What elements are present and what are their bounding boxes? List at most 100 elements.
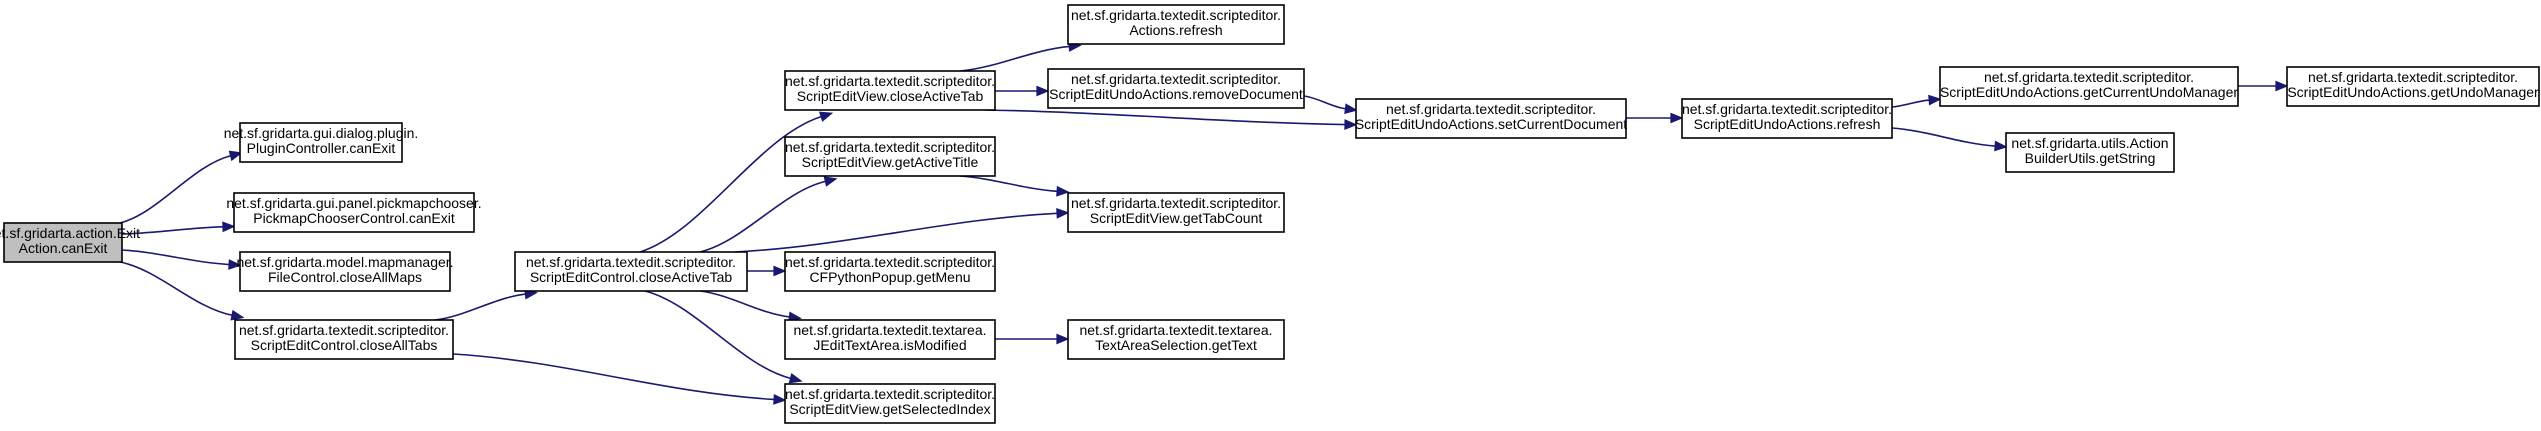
arrowhead-n11-to-n19 <box>1056 333 1070 345</box>
node-label-line: ScriptEditView.getSelectedIndex <box>789 401 990 417</box>
node-label-line: ScriptEditUndoActions.getUndoManager <box>2287 84 2539 100</box>
node-label-line: net.sf.gridarta.textedit.scripteditor. <box>785 73 995 89</box>
node-label-line: net.sf.gridarta.textedit.scripteditor. <box>1071 7 1281 23</box>
call-node[interactable]: net.sf.gridarta.textedit.scripteditor.Sc… <box>234 319 454 360</box>
node-label-line: net.sf.gridarta.textedit.scripteditor. <box>526 254 736 270</box>
call-node[interactable]: net.sf.gridarta.textedit.scripteditor.Sc… <box>2286 66 2540 107</box>
node-label-line: net.sf.gridarta.model.mapmanager. <box>236 254 453 270</box>
call-node[interactable]: net.sf.gridarta.textedit.scripteditor.Sc… <box>784 136 996 177</box>
node-label-line: PickmapChooserControl.canExit <box>253 210 455 226</box>
call-node[interactable]: net.sf.gridarta.textedit.scripteditor.Sc… <box>1047 68 1305 109</box>
node-box <box>239 251 451 292</box>
node-label-line: net.sf.gridarta.textedit.scripteditor. <box>1071 195 1281 211</box>
edge-n15-to-n16 <box>1891 99 1930 108</box>
root-node[interactable]: net.sf.gridarta.action.ExitAction.canExi… <box>0 222 140 263</box>
arrowhead-n15-to-n18 <box>1994 140 2008 152</box>
call-node[interactable]: net.sf.gridarta.gui.panel.pickmapchooser… <box>226 192 482 233</box>
node-box <box>514 251 748 292</box>
node-box <box>3 222 123 263</box>
node-box <box>1067 192 1285 233</box>
edge-n4-to-n6 <box>452 353 775 401</box>
call-node[interactable]: net.sf.gridarta.textedit.scripteditor.Sc… <box>1355 98 1627 139</box>
call-node[interactable]: net.sf.gridarta.textedit.scripteditor.CF… <box>784 251 996 292</box>
node-box <box>234 319 454 360</box>
edges-layer <box>119 41 2289 405</box>
call-node[interactable]: net.sf.gridarta.textedit.scripteditor.Ac… <box>1067 4 1285 45</box>
node-label-line: BuilderUtils.getString <box>2025 150 2156 166</box>
node-label-line: net.sf.gridarta.textedit.scripteditor. <box>2308 69 2518 85</box>
arrowhead-n5-to-n10 <box>1056 207 1070 219</box>
call-node[interactable]: net.sf.gridarta.textedit.scripteditor.Sc… <box>514 251 748 292</box>
node-label-line: ScriptEditUndoActions.removeDocument <box>1049 86 1303 102</box>
node-label-line: net.sf.gridarta.textedit.scripteditor. <box>1386 101 1596 117</box>
arrowhead-n0-to-n1 <box>228 150 243 162</box>
arrowhead-n8-to-n13 <box>1036 85 1050 97</box>
node-box <box>1067 4 1285 45</box>
node-label-line: ScriptEditView.getActiveTitle <box>802 154 979 170</box>
node-label-line: net.sf.gridarta.textedit.scripteditor. <box>785 139 995 155</box>
node-label-line: net.sf.gridarta.textedit.scripteditor. <box>239 322 449 338</box>
edge-n9-to-n10 <box>959 175 1058 193</box>
node-label-line: net.sf.gridarta.utils.Action <box>2011 135 2168 151</box>
call-node[interactable]: net.sf.gridarta.gui.dialog.plugin.Plugin… <box>224 122 419 163</box>
arrowhead-n5-to-n8 <box>818 111 834 122</box>
arrowhead-n13-to-n14 <box>1344 103 1358 115</box>
edge-n8-to-n14 <box>984 109 1346 126</box>
node-label-line: net.sf.gridarta.textedit.scripteditor. <box>1984 69 2194 85</box>
call-node[interactable]: net.sf.gridarta.textedit.scripteditor.Sc… <box>1939 66 2239 107</box>
edge-n5-to-n8 <box>639 115 822 253</box>
node-box <box>1939 66 2239 107</box>
node-label-line: PluginController.canExit <box>247 140 396 156</box>
node-label-line: TextAreaSelection.getText <box>1095 337 1257 353</box>
edge-n0-to-n1 <box>119 154 231 224</box>
node-label-line: net.sf.gridarta.action.Exit <box>0 225 140 241</box>
nodes-layer: net.sf.gridarta.action.ExitAction.canExi… <box>0 4 2540 424</box>
node-label-line: ScriptEditControl.closeAllTabs <box>251 337 438 353</box>
node-label-line: net.sf.gridarta.gui.dialog.plugin. <box>224 125 419 141</box>
node-label-line: ScriptEditView.closeActiveTab <box>797 88 984 104</box>
arrowhead-n15-to-n16 <box>1928 94 1942 106</box>
call-node[interactable]: net.sf.gridarta.textedit.scripteditor.Sc… <box>1067 192 1285 233</box>
node-label-line: net.sf.gridarta.textedit.textarea. <box>794 322 987 338</box>
node-label-line: ScriptEditView.getTabCount <box>1090 210 1263 226</box>
arrowhead-n5-to-n6 <box>788 372 803 384</box>
node-label-line: ScriptEditUndoActions.getCurrentUndoMana… <box>1940 84 2238 100</box>
edge-n5-to-n9 <box>699 180 826 253</box>
node-box <box>784 251 996 292</box>
call-node[interactable]: net.sf.gridarta.textedit.scripteditor.Sc… <box>784 383 996 424</box>
arrowhead-n9-to-n10 <box>1056 185 1070 197</box>
node-label-line: Actions.refresh <box>1129 22 1222 38</box>
node-box <box>1355 98 1627 139</box>
arrowhead-n16-to-n17 <box>2275 80 2289 92</box>
edge-n5-to-n10 <box>734 212 1058 253</box>
node-box <box>1681 98 1893 139</box>
arrowhead-n8-to-n14 <box>1344 119 1358 130</box>
arrowhead-n0-to-n3 <box>228 259 242 270</box>
node-label-line: net.sf.gridarta.textedit.scripteditor. <box>785 254 995 270</box>
arrowhead-n0-to-n4 <box>230 309 245 321</box>
edge-n0-to-n2 <box>121 225 224 235</box>
call-node[interactable]: net.sf.gridarta.textedit.scripteditor.Sc… <box>784 70 996 111</box>
call-node[interactable]: net.sf.gridarta.textedit.scripteditor.Sc… <box>1681 98 1893 139</box>
edge-n0-to-n4 <box>119 261 233 317</box>
call-node[interactable]: net.sf.gridarta.textedit.textarea.TextAr… <box>1067 319 1285 360</box>
node-label-line: net.sf.gridarta.textedit.scripteditor. <box>1682 101 1892 117</box>
node-label-line: ScriptEditControl.closeActiveTab <box>530 269 733 285</box>
node-label-line: FileControl.closeAllMaps <box>268 269 422 285</box>
call-node[interactable]: net.sf.gridarta.textedit.textarea.JEditT… <box>784 319 996 360</box>
node-label-line: net.sf.gridarta.textedit.textarea. <box>1080 322 1273 338</box>
call-node[interactable]: net.sf.gridarta.utils.ActionBuilderUtils… <box>2005 132 2175 173</box>
edge-n5-to-n11 <box>699 290 790 318</box>
node-label-line: net.sf.gridarta.gui.panel.pickmapchooser… <box>226 195 481 211</box>
edge-n4-to-n5 <box>434 293 526 321</box>
node-label-line: net.sf.gridarta.textedit.scripteditor. <box>1071 71 1281 87</box>
node-box <box>2005 132 2175 173</box>
arrowhead-n5-to-n7 <box>773 265 787 277</box>
call-node[interactable]: net.sf.gridarta.model.mapmanager.FileCon… <box>236 251 454 292</box>
edge-n5-to-n6 <box>644 290 791 380</box>
node-label-line: JEditTextArea.isModified <box>813 337 966 353</box>
edge-n0-to-n3 <box>121 249 230 266</box>
node-label-line: net.sf.gridarta.textedit.scripteditor. <box>785 386 995 402</box>
arrowhead-n5-to-n9 <box>823 176 838 187</box>
